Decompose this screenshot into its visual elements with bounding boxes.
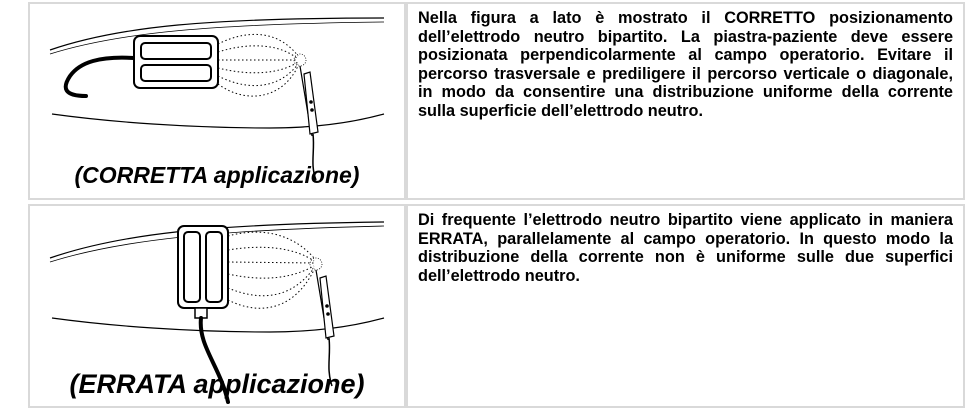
table-row-wrong: (ERRATA applicazione) Di frequente l’ele… (28, 204, 965, 408)
caption-correct: (CORRETTA applicazione) (74, 162, 360, 188)
description-cell-correct: Nella figura a lato è mostrato il CORRET… (408, 4, 963, 198)
caption-wrong: (ERRATA applicazione) (69, 369, 365, 399)
illustration-cell-correct: (CORRETTA applicazione) (30, 4, 404, 198)
wrong-electrode-illustration (49, 221, 385, 404)
description-correct: Nella figura a lato è mostrato il CORRET… (418, 9, 953, 120)
description-cell-wrong: Di frequente l’elettrodo neutro bipartit… (408, 206, 963, 406)
illustration-cell-wrong: (ERRATA applicazione) (30, 206, 404, 406)
instruction-table: (CORRETTA applicazione) Nella figura a l… (28, 2, 970, 408)
table-row-correct: (CORRETTA applicazione) Nella figura a l… (28, 2, 965, 200)
correct-electrode-illustration (49, 17, 385, 181)
description-wrong: Di frequente l’elettrodo neutro bipartit… (418, 211, 953, 285)
